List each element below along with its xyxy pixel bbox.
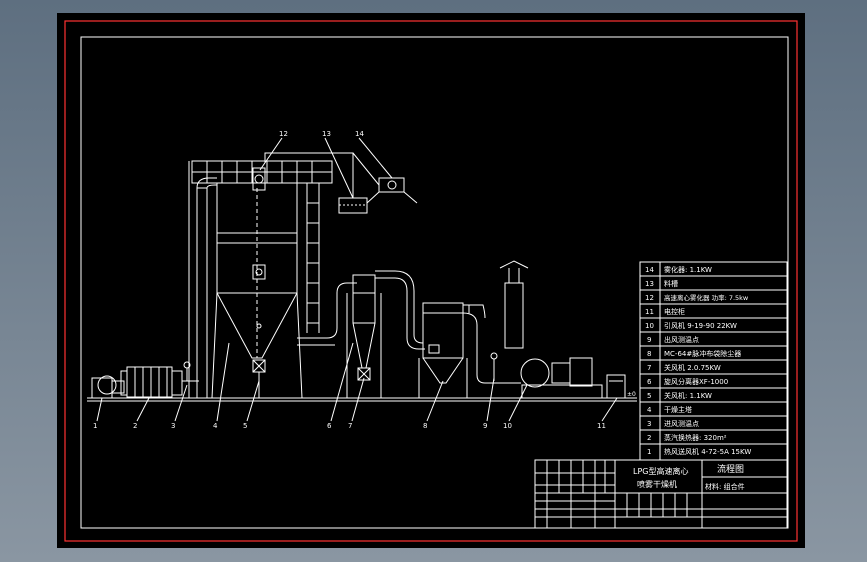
callout-6: 6 [327, 422, 332, 430]
part-desc: 关风机: 1.1KW [664, 391, 712, 400]
part-no: 4 [647, 406, 652, 414]
part-no: 12 [645, 294, 654, 302]
callout-13: 13 [322, 130, 331, 138]
part-no: 7 [647, 364, 651, 372]
sheet-border [64, 20, 798, 542]
part-no: 11 [645, 308, 654, 316]
callout-10: 10 [503, 422, 512, 430]
part-no: 10 [645, 322, 654, 330]
part-no: 9 [647, 336, 651, 344]
callout-5: 5 [243, 422, 247, 430]
part-no: 6 [647, 378, 652, 386]
part-desc: 料槽 [664, 279, 678, 288]
part-desc: 出风测温点 [664, 335, 699, 344]
part-no: 5 [647, 392, 651, 400]
part-no: 1 [647, 448, 651, 456]
part-desc: 电控柜 [664, 307, 685, 316]
callout-1: 1 [93, 422, 97, 430]
part-desc: 进风测温点 [664, 419, 699, 428]
part-no: 14 [645, 266, 654, 274]
floor-level-label: ±0 [627, 391, 636, 398]
title-block: LPG型高速离心 喷雾干燥机 流程图 材料: 组合件 [534, 459, 788, 529]
callout-7: 7 [348, 422, 352, 430]
part-desc: 雾化器: 1.1KW [664, 265, 712, 274]
part-desc: 关风机 2.0.75KW [664, 363, 721, 372]
callout-labels: 1 2 3 4 5 6 7 8 9 10 11 12 13 14 ±0 [93, 130, 636, 430]
part-desc: 热风送风机 4-72-5A 15KW [664, 447, 751, 456]
part-desc: 干燥主塔 [664, 405, 692, 414]
part-no: 3 [647, 420, 651, 428]
cad-viewport[interactable]: 1 2 3 4 5 6 7 8 9 10 11 12 13 14 ±0 14 雾… [57, 13, 805, 548]
part-no: 8 [647, 350, 651, 358]
part-desc: MC-64#脉冲布袋除尘器 [664, 349, 741, 358]
product-name-line2: 喷雾干燥机 [637, 479, 677, 489]
drawing-canvas: 1 2 3 4 5 6 7 8 9 10 11 12 13 14 ±0 14 雾… [64, 20, 798, 542]
part-no: 13 [645, 280, 654, 288]
callout-11: 11 [597, 422, 606, 430]
callout-14: 14 [355, 130, 364, 138]
part-no: 2 [647, 434, 651, 442]
parts-list: 14 雾化器: 1.1KW 13 料槽 12 高速离心雾化器 功率: 7.5kw… [639, 261, 788, 461]
callout-leaders [96, 137, 618, 422]
callout-2: 2 [133, 422, 137, 430]
part-desc: 旋风分离器XF-1000 [664, 377, 728, 386]
callout-4: 4 [213, 422, 218, 430]
part-desc: 蒸汽换热器: 320m² [664, 433, 727, 442]
process-diagram [87, 152, 637, 402]
product-name-line1: LPG型高速离心 [633, 466, 688, 476]
callout-8: 8 [423, 422, 427, 430]
drawing-name: 流程图 [717, 463, 744, 475]
drawing-frame [80, 36, 789, 529]
part-desc: 引风机 9-19-90 22KW [664, 321, 737, 330]
material-label: 材料: 组合件 [705, 482, 745, 491]
callout-12: 12 [279, 130, 288, 138]
part-desc: 高速离心雾化器 功率: 7.5kw [664, 293, 749, 302]
callout-9: 9 [483, 422, 487, 430]
callout-3: 3 [171, 422, 175, 430]
